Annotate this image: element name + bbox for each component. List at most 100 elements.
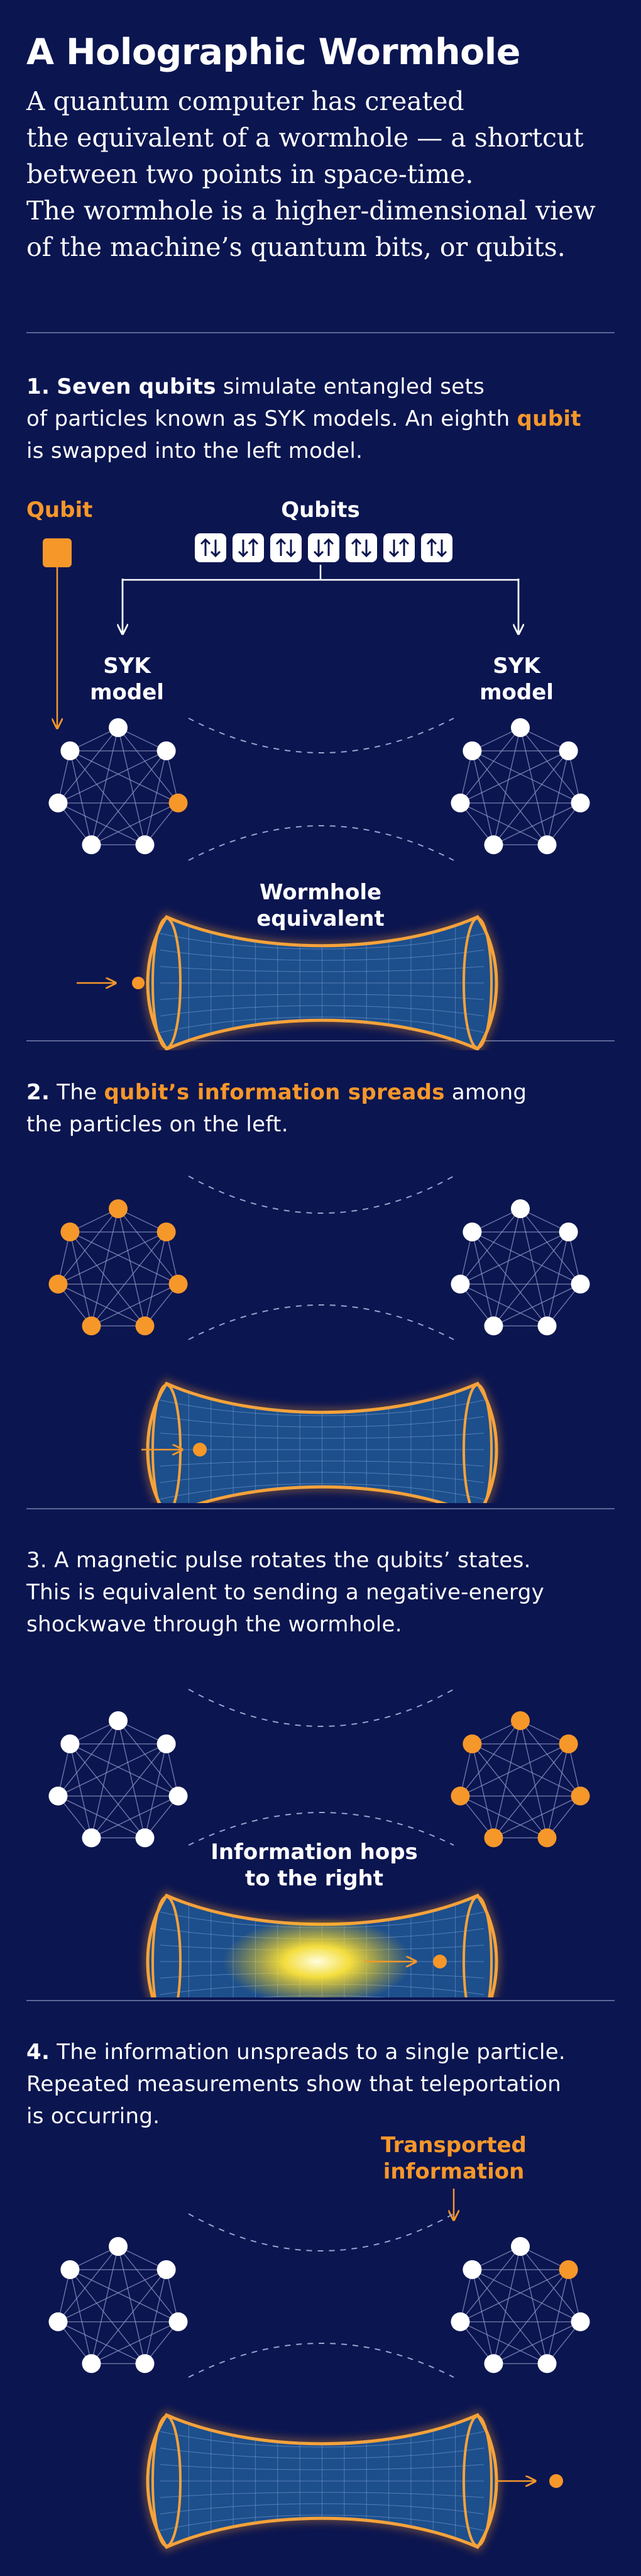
entanglement-line <box>546 750 569 845</box>
qubit-up-down-icon <box>421 533 452 562</box>
information-dot <box>549 2474 563 2488</box>
entanglement-line <box>472 1743 581 1797</box>
entanglement-line <box>57 1720 119 1797</box>
particle-node <box>135 1828 155 1848</box>
entanglement-line <box>546 1231 569 1326</box>
particle-node <box>537 2354 557 2373</box>
entanglement-line <box>118 1720 179 1797</box>
particle-node <box>451 2312 470 2331</box>
syk-model-left-label: SYK model <box>77 653 177 706</box>
wormhole-mouth-right <box>463 1896 493 1997</box>
particle-node <box>156 741 176 760</box>
dashed-connection-bottom <box>188 1812 454 1846</box>
particle-node <box>48 2312 68 2331</box>
entanglement-line <box>58 2321 145 2364</box>
information-hops-label: Information hops to the right <box>189 1839 440 1892</box>
step-2-text-b: among <box>444 1080 527 1105</box>
qubit-box <box>233 533 264 562</box>
syk-label-line: model <box>479 680 554 705</box>
entanglement-line <box>471 750 548 845</box>
wormhole-mouth-left <box>151 2415 182 2547</box>
entanglement-line <box>91 2321 178 2364</box>
syk-model-right-label: SYK model <box>466 653 567 706</box>
particle-node-active <box>537 1828 557 1848</box>
step-4-text-a: The information unspreads to a single pa… <box>50 2040 566 2065</box>
entanglement-line <box>493 2246 521 2364</box>
entanglement-line <box>70 2269 178 2323</box>
entanglement-line <box>520 2246 581 2323</box>
page-title: A Holographic Wormhole <box>26 31 520 73</box>
step-4-text: 4. The information unspreads to a single… <box>26 2036 617 2133</box>
entanglement-line <box>493 727 521 845</box>
step-2-text: 2. The qubit’s information spreads among… <box>26 1077 617 1141</box>
entanglement-line <box>58 802 145 845</box>
particle-node <box>451 793 470 813</box>
entanglement-line <box>471 2269 548 2364</box>
entanglement-line <box>460 2321 547 2364</box>
step-1-qubit-word: qubit <box>517 406 581 431</box>
entanglement-line <box>57 1208 119 1285</box>
entanglement-line <box>90 2246 119 2364</box>
spin-down-arrow <box>313 540 324 558</box>
entanglement-line <box>58 2269 167 2323</box>
entanglement-line <box>90 1231 167 1326</box>
transported-label-line: information <box>383 2159 525 2184</box>
entanglement-line <box>144 2269 167 2364</box>
particle-node <box>511 718 530 737</box>
entanglement-line <box>69 1231 146 1326</box>
entanglement-line <box>459 727 521 804</box>
entanglement-line <box>91 1796 178 1838</box>
entanglement-line <box>57 727 119 804</box>
particle-node-active <box>60 1222 80 1241</box>
qubit-box <box>346 533 377 562</box>
entanglement-line <box>460 1743 569 1797</box>
particle-node <box>463 741 482 760</box>
entanglement-line <box>90 750 167 845</box>
particle-node <box>559 741 578 760</box>
particle-node-active <box>559 2260 578 2279</box>
qubit-box <box>270 533 302 562</box>
step-2-diagram <box>48 1175 590 1503</box>
spin-up-arrow <box>248 538 259 556</box>
wormhole-mouth-right <box>463 2415 493 2547</box>
particle-node-active <box>156 1222 176 1241</box>
dashed-connection-bottom <box>188 1304 454 1340</box>
dashed-connection-top <box>188 2213 454 2251</box>
entanglement-line <box>91 802 178 845</box>
entanglement-line <box>57 2246 119 2323</box>
spin-up-arrow <box>351 538 362 556</box>
entanglement-line <box>460 1284 547 1326</box>
spin-down-arrow <box>436 540 447 558</box>
spin-up-arrow <box>275 538 287 556</box>
particle-node <box>109 718 128 737</box>
entanglement-line <box>58 1284 145 1326</box>
particle-node-active <box>168 1274 188 1294</box>
wormhole-icon <box>143 1378 501 1503</box>
entanglement-line <box>90 1743 167 1838</box>
spin-down-arrow <box>361 540 372 558</box>
entanglement-line <box>118 1720 146 1838</box>
entanglement-line <box>493 1208 521 1326</box>
entanglement-line <box>460 1796 547 1838</box>
particle-node <box>60 2260 80 2279</box>
wormhole-mouth-left <box>151 1896 182 1997</box>
wormhole-mouth-right <box>463 917 493 1049</box>
spin-down-arrow <box>238 540 249 558</box>
entanglement-line <box>471 1743 495 1838</box>
entanglement-line <box>493 750 569 845</box>
entanglement-line <box>520 1208 581 1285</box>
wormhole-label-line: equivalent <box>256 906 385 931</box>
spin-up-arrow <box>398 538 410 556</box>
particle-node <box>82 2354 101 2373</box>
syk-network-right <box>451 1199 590 1336</box>
particle-node-active <box>511 1711 530 1730</box>
particle-node <box>571 2312 590 2331</box>
step-3-text: 3. A magnetic pulse rotates the qubits’ … <box>26 1545 617 1641</box>
particle-node-active <box>559 1734 578 1753</box>
entanglement-line <box>471 2269 495 2364</box>
particle-node <box>168 1786 188 1806</box>
wormhole-label-line: Wormhole <box>259 880 382 905</box>
information-dot <box>193 1443 207 1457</box>
qubit-down-up-icon <box>383 533 415 562</box>
